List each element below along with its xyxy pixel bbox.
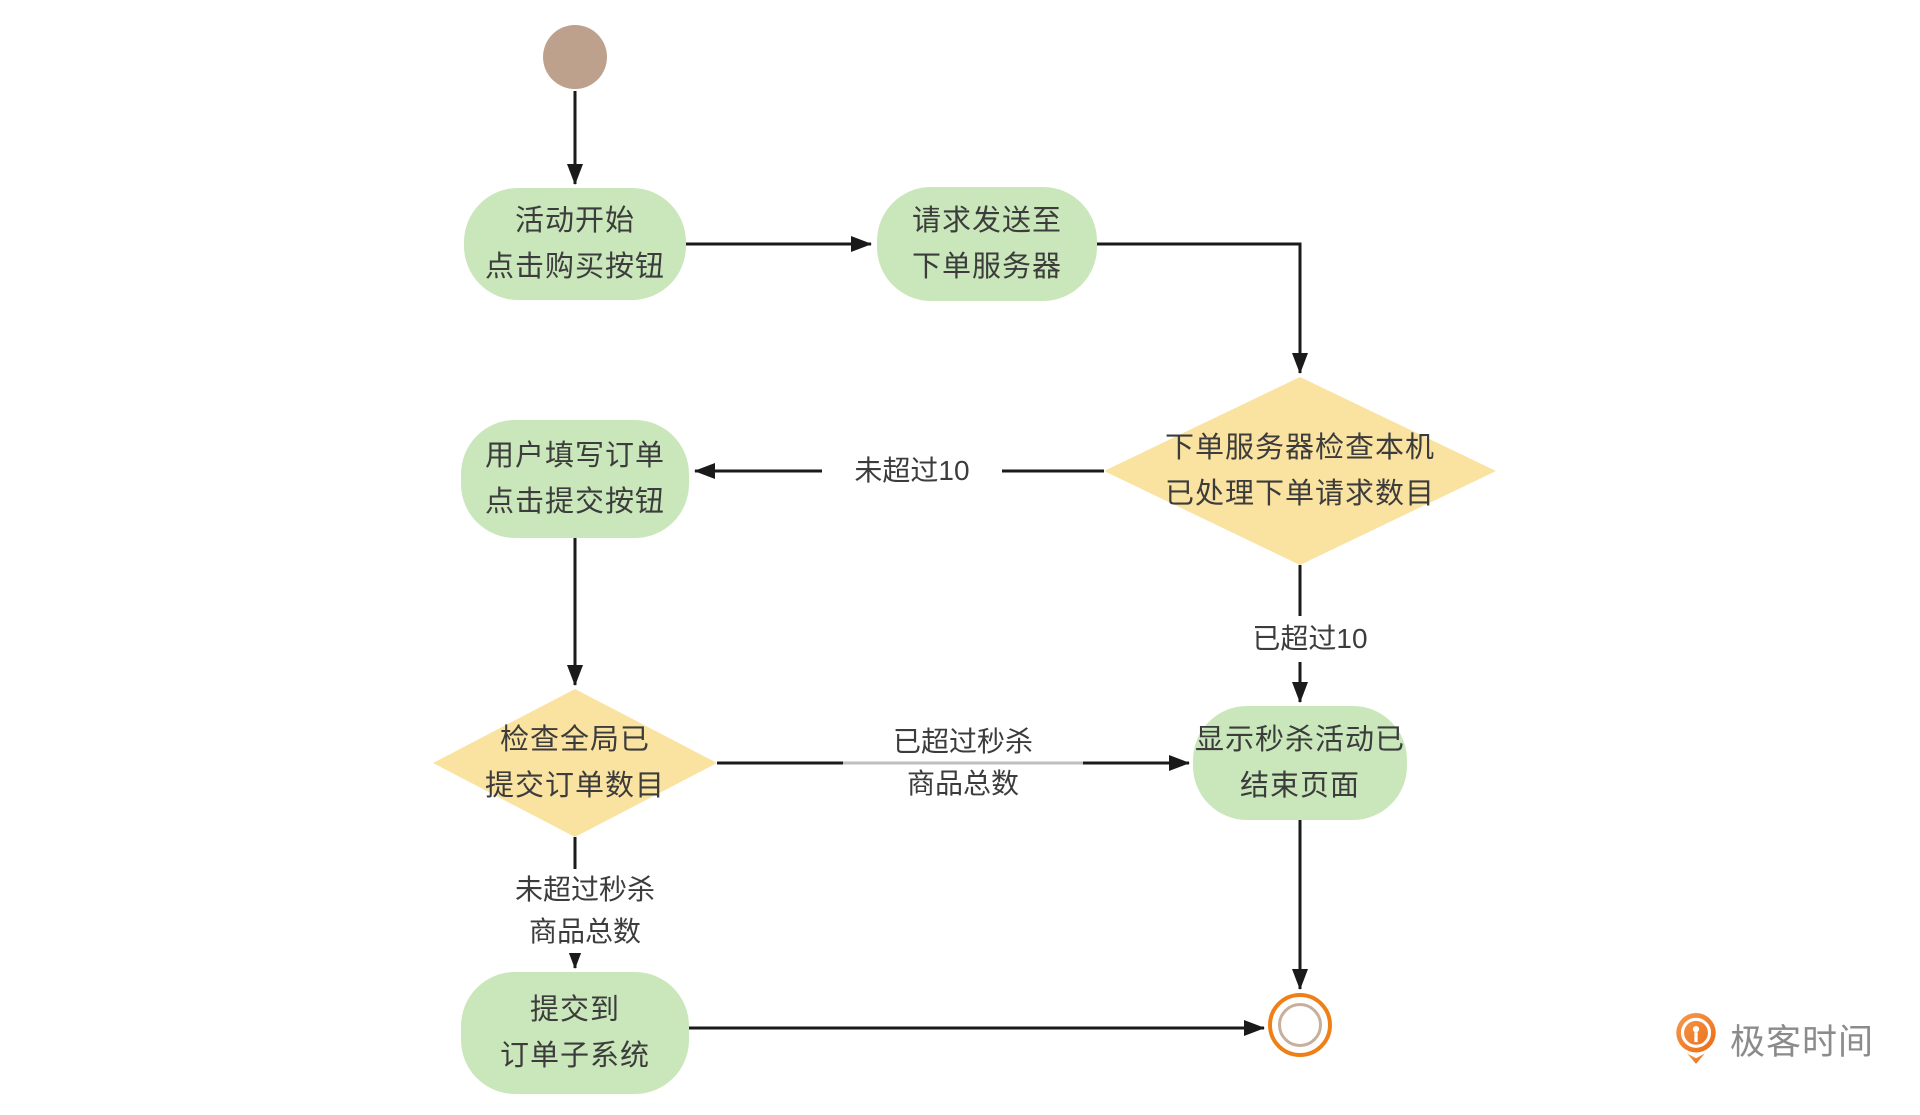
end-node-inner-ring — [1278, 1003, 1322, 1047]
edge-label-over-total-line1: 已超过秒杀 — [892, 726, 1033, 757]
activity-request-server-line1: 请求发送至 — [911, 205, 1062, 237]
activity-request-server: 请求发送至 下单服务器 — [877, 187, 1097, 301]
decision-global-check-line2: 提交订单数目 — [484, 770, 665, 802]
activity-click-buy: 活动开始 点击购买按钮 — [464, 188, 686, 300]
activity-click-buy-line2: 点击购买按钮 — [484, 251, 665, 283]
activity-fill-order: 用户填写订单 点击提交按钮 — [461, 420, 689, 538]
activity-fill-order-line2: 点击提交按钮 — [484, 486, 665, 518]
start-node — [543, 25, 607, 89]
activity-end-page-line1: 显示秒杀活动已 — [1194, 724, 1405, 756]
edge-label-not-over-total: 未超过秒杀 商品总数 — [465, 869, 705, 953]
edge-label-not-over-total-line1: 未超过秒杀 — [514, 874, 655, 905]
activity-submit-subsystem: 提交到 订单子系统 — [461, 972, 689, 1094]
edge-label-over-total: 已超过秒杀 商品总数 — [843, 721, 1083, 805]
edge-label-over-10: 已超过10 — [1218, 616, 1402, 662]
decision-global-check-line1: 检查全局已 — [499, 724, 650, 756]
decision-global-check-shape — [433, 689, 717, 837]
activity-submit-subsystem-line2: 订单子系统 — [499, 1040, 650, 1072]
end-node — [1268, 993, 1332, 1057]
decision-server-check-label: 下单服务器检查本机 已处理下单请求数目 — [1104, 377, 1496, 565]
geektime-logo: 极客时间 — [1674, 1012, 1874, 1066]
geektime-logo-text: 极客时间 — [1730, 1022, 1875, 1062]
activity-fill-order-line1: 用户填写订单 — [484, 440, 665, 472]
decision-server-check-line2: 已处理下单请求数目 — [1164, 478, 1435, 510]
decision-server-check-shape — [1104, 377, 1496, 565]
edge-label-not-over-total-line2: 商品总数 — [528, 916, 641, 947]
edge-request-to-server-check — [1097, 242, 1308, 374]
edge-label-not-over-10: 未超过10 — [822, 448, 1002, 494]
geektime-logo-icon — [1676, 1013, 1716, 1064]
edge-label-over-total-line2: 商品总数 — [906, 768, 1019, 799]
activity-click-buy-line1: 活动开始 — [514, 205, 635, 237]
decision-global-check-label: 检查全局已 提交订单数目 — [433, 689, 717, 837]
activity-submit-subsystem-line1: 提交到 — [529, 994, 620, 1026]
activity-end-page-line2: 结束页面 — [1239, 770, 1360, 802]
decision-server-check-line1: 下单服务器检查本机 — [1164, 432, 1435, 464]
activity-request-server-line2: 下单服务器 — [911, 251, 1062, 283]
activity-end-page: 显示秒杀活动已 结束页面 — [1193, 706, 1407, 820]
